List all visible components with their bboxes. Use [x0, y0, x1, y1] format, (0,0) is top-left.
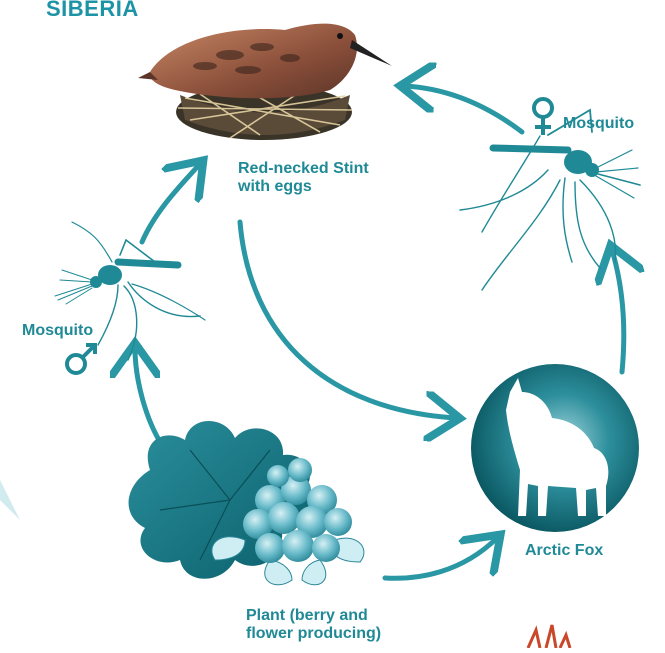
arrow-plant-to-mosquito-male	[135, 348, 162, 445]
plant-illustration	[129, 421, 364, 585]
arrow-stint-to-fox	[240, 222, 455, 418]
stint-label-line1: Red-necked Stint	[238, 160, 428, 178]
male-symbol-icon	[67, 345, 95, 373]
plant-label-line2: flower producing)	[246, 625, 436, 643]
stint-label: Red-necked Stint with eggs	[238, 160, 428, 196]
female-symbol-icon	[534, 99, 552, 135]
arctic-fox-illustration	[471, 364, 639, 532]
region-title: SIBERIA	[46, 0, 139, 21]
stint-label-line2: with eggs	[238, 178, 428, 196]
arrow-plant-to-fox	[385, 538, 497, 578]
arctic-fox-label: Arctic Fox	[525, 542, 603, 560]
mosquito-female-label: Mosquito	[563, 115, 634, 133]
plant-label-line1: Plant (berry and	[246, 607, 436, 625]
arrow-fox-to-mosquito-female	[612, 250, 624, 372]
arrow-mosquito-female-to-stint	[405, 86, 522, 132]
mosquito-male-label: Mosquito	[22, 322, 93, 340]
stint-illustration	[138, 24, 392, 140]
arrow-mosquito-male-to-stint	[142, 164, 200, 242]
plant-label: Plant (berry and flower producing)	[246, 607, 436, 643]
